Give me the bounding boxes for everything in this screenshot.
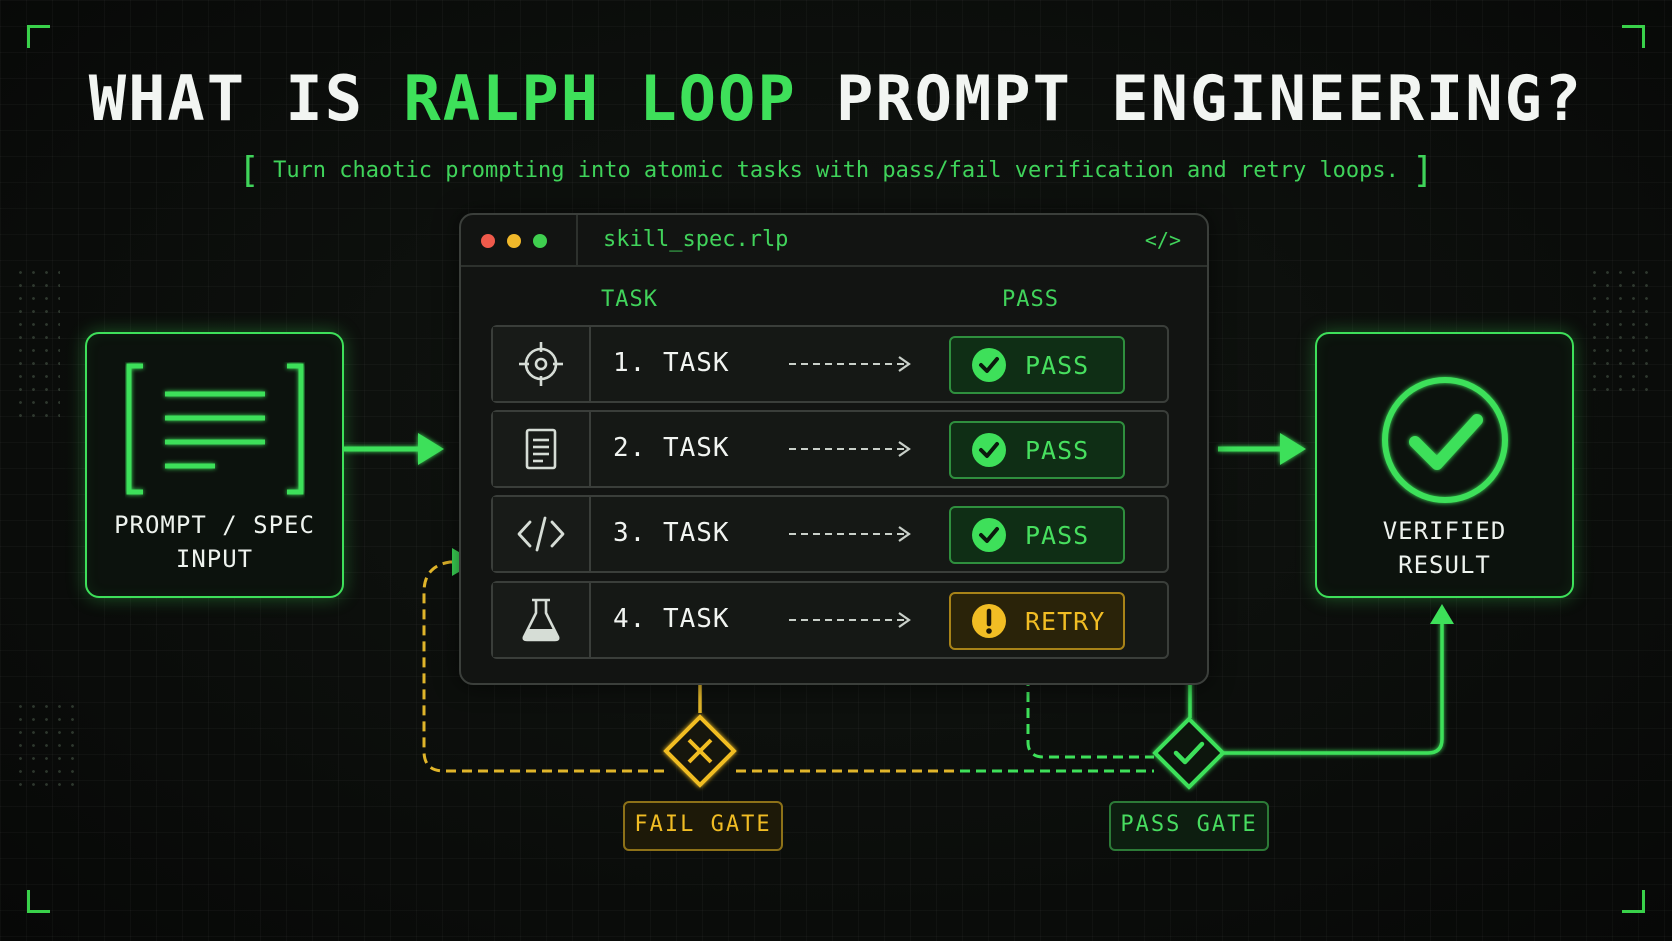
fail-gate-label: FAIL GATE — [623, 801, 783, 851]
status-badge-pass: PASS — [949, 336, 1125, 394]
dashed-arrow-icon — [789, 356, 911, 372]
status-badge-pass: PASS — [949, 506, 1125, 564]
result-label-line1: VERIFIED — [1382, 517, 1507, 545]
pass-gate-to-result-line — [1224, 622, 1444, 755]
column-header-pass: PASS — [1002, 287, 1059, 312]
corner-bracket-top-left — [27, 25, 50, 48]
close-dot[interactable] — [481, 234, 495, 248]
code-icon — [517, 516, 565, 552]
dot-pattern-left — [14, 266, 60, 418]
fail-gate-diamond — [663, 714, 737, 788]
arrow-to-result — [1430, 604, 1454, 624]
target-icon — [519, 342, 563, 386]
check-circle-icon — [1382, 377, 1508, 503]
column-header-task: TASK — [601, 287, 658, 312]
flask-icon — [522, 598, 560, 642]
document-icon — [525, 428, 557, 470]
arrow-tasks-to-result — [1218, 433, 1306, 465]
warning-badge-icon — [972, 604, 1006, 638]
corner-bracket-top-right — [1622, 25, 1645, 48]
page-title: WHAT IS RALPH LOOP PROMPT ENGINEERING? — [88, 62, 1584, 135]
task-icon-cell — [493, 583, 591, 657]
result-box-label: VERIFIED RESULT — [1317, 514, 1572, 582]
retry-loop-dashed-line — [422, 560, 664, 773]
dashed-arrow-icon — [789, 526, 911, 542]
check-badge-icon — [972, 348, 1006, 382]
status-text: PASS — [1025, 521, 1090, 550]
status-text: RETRY — [1025, 607, 1106, 636]
document-brackets-icon — [126, 363, 304, 495]
code-tag-icon[interactable]: </> — [1144, 228, 1181, 252]
dot-pattern-right — [1588, 266, 1648, 396]
pass-gate-diamond — [1152, 716, 1226, 790]
check-badge-icon — [972, 433, 1006, 467]
task-label: 3. TASK — [613, 518, 730, 548]
task-row[interactable]: 2. TASK PASS — [491, 410, 1169, 488]
pass-gate-label: PASS GATE — [1109, 801, 1269, 851]
verified-result-box: VERIFIED RESULT — [1315, 332, 1574, 598]
status-badge-retry: RETRY — [949, 592, 1125, 650]
title-bar-separator — [576, 215, 578, 265]
task-label: 1. TASK — [613, 348, 730, 378]
task-row[interactable]: 3. TASK PASS — [491, 495, 1169, 573]
task-row[interactable]: 1. TASK PASS — [491, 325, 1169, 403]
result-label-line2: RESULT — [1398, 551, 1491, 579]
check-badge-icon — [972, 518, 1006, 552]
title-highlight: RALPH LOOP — [403, 62, 797, 135]
retry-dashed-green-line — [1026, 660, 1154, 759]
task-label: 2. TASK — [613, 433, 730, 463]
window-filename: skill_spec.rlp — [603, 227, 789, 252]
dashed-arrow-icon — [789, 612, 911, 628]
task-icon-cell — [493, 497, 591, 571]
input-box-label: PROMPT / SPEC INPUT — [87, 508, 342, 576]
task-row[interactable]: 4. TASK RETRY — [491, 581, 1169, 659]
corner-bracket-bottom-left — [27, 890, 50, 913]
window-title-bar: skill_spec.rlp </> — [461, 215, 1207, 267]
status-text: PASS — [1025, 351, 1090, 380]
arrow-input-to-tasks — [344, 433, 444, 465]
dot-pattern-left-lower — [14, 700, 76, 796]
corner-bracket-bottom-right — [1622, 890, 1645, 913]
prompt-spec-input-box: PROMPT / SPEC INPUT — [85, 332, 344, 598]
task-label: 4. TASK — [613, 604, 730, 634]
status-badge-pass: PASS — [949, 421, 1125, 479]
status-text: PASS — [1025, 436, 1090, 465]
minimize-dot[interactable] — [507, 234, 521, 248]
page-subtitle: [ Turn chaotic prompting into atomic tas… — [238, 150, 1434, 191]
task-icon-cell — [493, 412, 591, 486]
spec-window: skill_spec.rlp </> TASK PASS 1. TASK — [459, 213, 1209, 685]
input-label-line1: PROMPT / SPEC — [114, 511, 315, 539]
task-icon-cell — [493, 327, 591, 401]
dashed-arrow-icon — [789, 441, 911, 457]
maximize-dot[interactable] — [533, 234, 547, 248]
input-label-line2: INPUT — [175, 545, 254, 573]
